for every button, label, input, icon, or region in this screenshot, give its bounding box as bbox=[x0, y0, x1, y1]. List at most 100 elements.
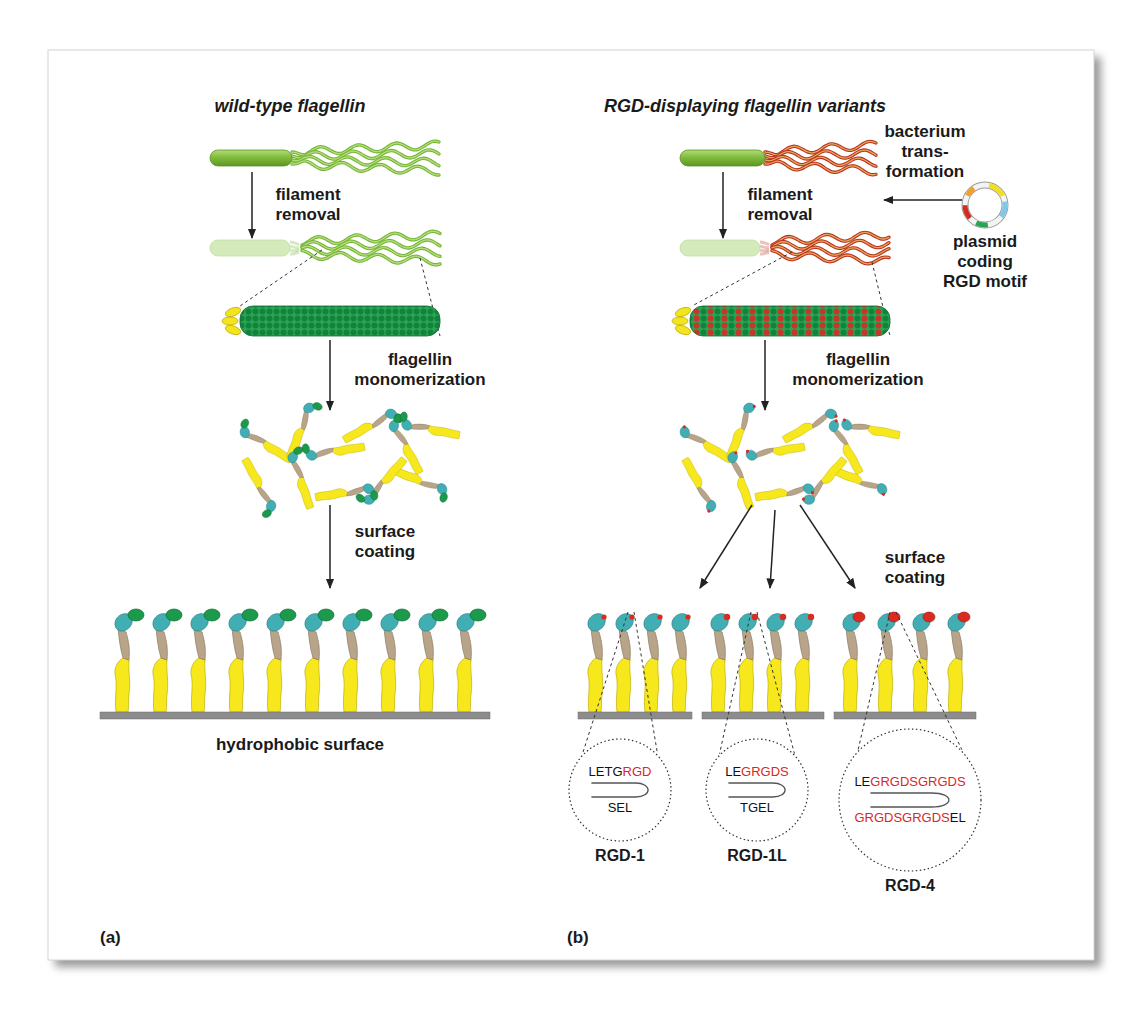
process-arrow bbox=[884, 199, 962, 201]
hook-part bbox=[672, 317, 688, 325]
domain-d0-d1 bbox=[672, 658, 687, 712]
domain-d3 bbox=[470, 609, 486, 621]
zoom-leader-line bbox=[583, 612, 628, 754]
flagellin-monomer bbox=[354, 451, 407, 510]
domain-linker bbox=[384, 628, 395, 660]
domain-d0-d1 bbox=[332, 442, 365, 456]
domain-linker bbox=[675, 628, 686, 660]
flagellin-monomer bbox=[745, 440, 805, 461]
step-label: flagellin monomerization bbox=[771, 350, 946, 390]
rgd-loop bbox=[734, 451, 738, 455]
flagellum-stub bbox=[760, 252, 769, 254]
domain-d3 bbox=[242, 609, 258, 621]
domain-d3 bbox=[204, 609, 220, 621]
domain-linker bbox=[298, 410, 311, 430]
domain-linker bbox=[754, 448, 774, 458]
hook-part bbox=[674, 324, 692, 337]
flagellin-monomer bbox=[153, 609, 182, 712]
flank-sequence: LETG bbox=[589, 764, 623, 780]
zoom-circle bbox=[569, 739, 671, 841]
domain-d3 bbox=[239, 418, 250, 430]
domain-d3 bbox=[394, 609, 410, 621]
domain-d3 bbox=[261, 508, 273, 519]
rgd-sequence: GRGDSGRGDS bbox=[854, 810, 949, 826]
flagellin-monomer bbox=[267, 609, 296, 712]
flagellin-monomer bbox=[711, 614, 730, 712]
flagellin-monomer bbox=[343, 609, 372, 712]
domain-linker bbox=[270, 628, 281, 660]
domain-d0-d1 bbox=[381, 658, 396, 712]
zoom-circle bbox=[839, 729, 981, 871]
flagellum-stub bbox=[290, 250, 299, 251]
flagellum-stub bbox=[290, 242, 299, 245]
rgd-loop bbox=[834, 419, 838, 423]
rgd-loop bbox=[780, 614, 786, 620]
flagellum-stub bbox=[760, 250, 769, 251]
flagellum bbox=[765, 161, 876, 175]
plasmid-segment bbox=[999, 201, 1007, 218]
flagellum-core bbox=[765, 161, 876, 175]
domain-d0-d1 bbox=[588, 658, 603, 712]
flagellin-monomer bbox=[588, 614, 607, 712]
flagellum bbox=[772, 251, 889, 264]
rgd-loop bbox=[808, 614, 814, 620]
domain-d3 bbox=[318, 609, 334, 621]
flagellin-monomer bbox=[672, 614, 691, 712]
domain-d0-d1 bbox=[843, 658, 858, 712]
rgd-loop bbox=[958, 612, 970, 622]
domain-linker bbox=[422, 628, 433, 660]
flagellum-core bbox=[302, 251, 440, 265]
variant-name: RGD-4 bbox=[838, 876, 982, 895]
sequence-zoom-circle: LETGRGDSELRGD-1 bbox=[568, 738, 672, 842]
domain-d0-d1 bbox=[782, 420, 815, 444]
rgd-loop bbox=[724, 614, 730, 620]
flagellin-monomer bbox=[385, 413, 431, 475]
domain-linker bbox=[420, 478, 440, 491]
domain-d0-d1 bbox=[342, 420, 375, 444]
flagellum-stub bbox=[290, 246, 299, 248]
sequence-row: TGEL bbox=[740, 800, 774, 816]
domain-d0-d1 bbox=[755, 487, 788, 501]
flagellum-core bbox=[772, 251, 889, 264]
plasmid-segment bbox=[963, 205, 972, 219]
flagellin-monomer bbox=[315, 482, 379, 510]
bacterium-body bbox=[680, 240, 760, 256]
hydrophobic-surface bbox=[702, 712, 824, 719]
plasmid-segment bbox=[965, 186, 975, 197]
domain-d3 bbox=[293, 446, 304, 456]
flank-sequence: TGEL bbox=[740, 800, 774, 816]
flagellin-monomer bbox=[419, 609, 448, 712]
zoom-leader-line bbox=[858, 612, 890, 750]
rgd-loop bbox=[882, 492, 886, 496]
sequence-row: LETGRGD bbox=[589, 764, 652, 780]
zoom-circle-outline bbox=[705, 738, 809, 842]
step-label: flagellin monomerization bbox=[333, 350, 508, 390]
domain-d0-d1 bbox=[681, 457, 705, 490]
domain-d2 bbox=[745, 449, 757, 461]
flagellin-monomer bbox=[913, 612, 935, 712]
process-arrow bbox=[329, 340, 331, 410]
sequence-zoom-circle: LEGRGDSTGELRGD-1L bbox=[705, 738, 809, 842]
hydrophobic-surface bbox=[834, 712, 976, 719]
panel-frame bbox=[48, 50, 1094, 960]
domain-linker bbox=[951, 628, 962, 660]
sequence-row: LEGRGDS bbox=[725, 764, 789, 780]
domain-d3 bbox=[432, 609, 448, 621]
rgd-loop bbox=[834, 414, 838, 418]
flagellin-monomer bbox=[755, 483, 815, 504]
bacterium-body bbox=[210, 150, 292, 166]
sequence-box: LEGRGDS TGEL bbox=[705, 738, 809, 842]
step-label: surface coating bbox=[340, 522, 430, 562]
sequence-box: LEGRGDSGRGDSGRGDSGRGDSEL bbox=[838, 728, 982, 872]
domain-linker bbox=[860, 478, 880, 491]
plasmid-segment bbox=[975, 221, 988, 228]
flagellum-stub bbox=[290, 252, 299, 254]
flagellin-monomer bbox=[229, 609, 258, 712]
hook-part bbox=[224, 306, 242, 319]
flagellin-monomer bbox=[644, 614, 663, 712]
domain-d0-d1 bbox=[267, 658, 282, 712]
flagellin-monomer bbox=[398, 411, 462, 439]
domain-linker bbox=[308, 628, 319, 660]
domain-d0-d1 bbox=[739, 658, 754, 712]
domain-d3 bbox=[128, 609, 144, 621]
